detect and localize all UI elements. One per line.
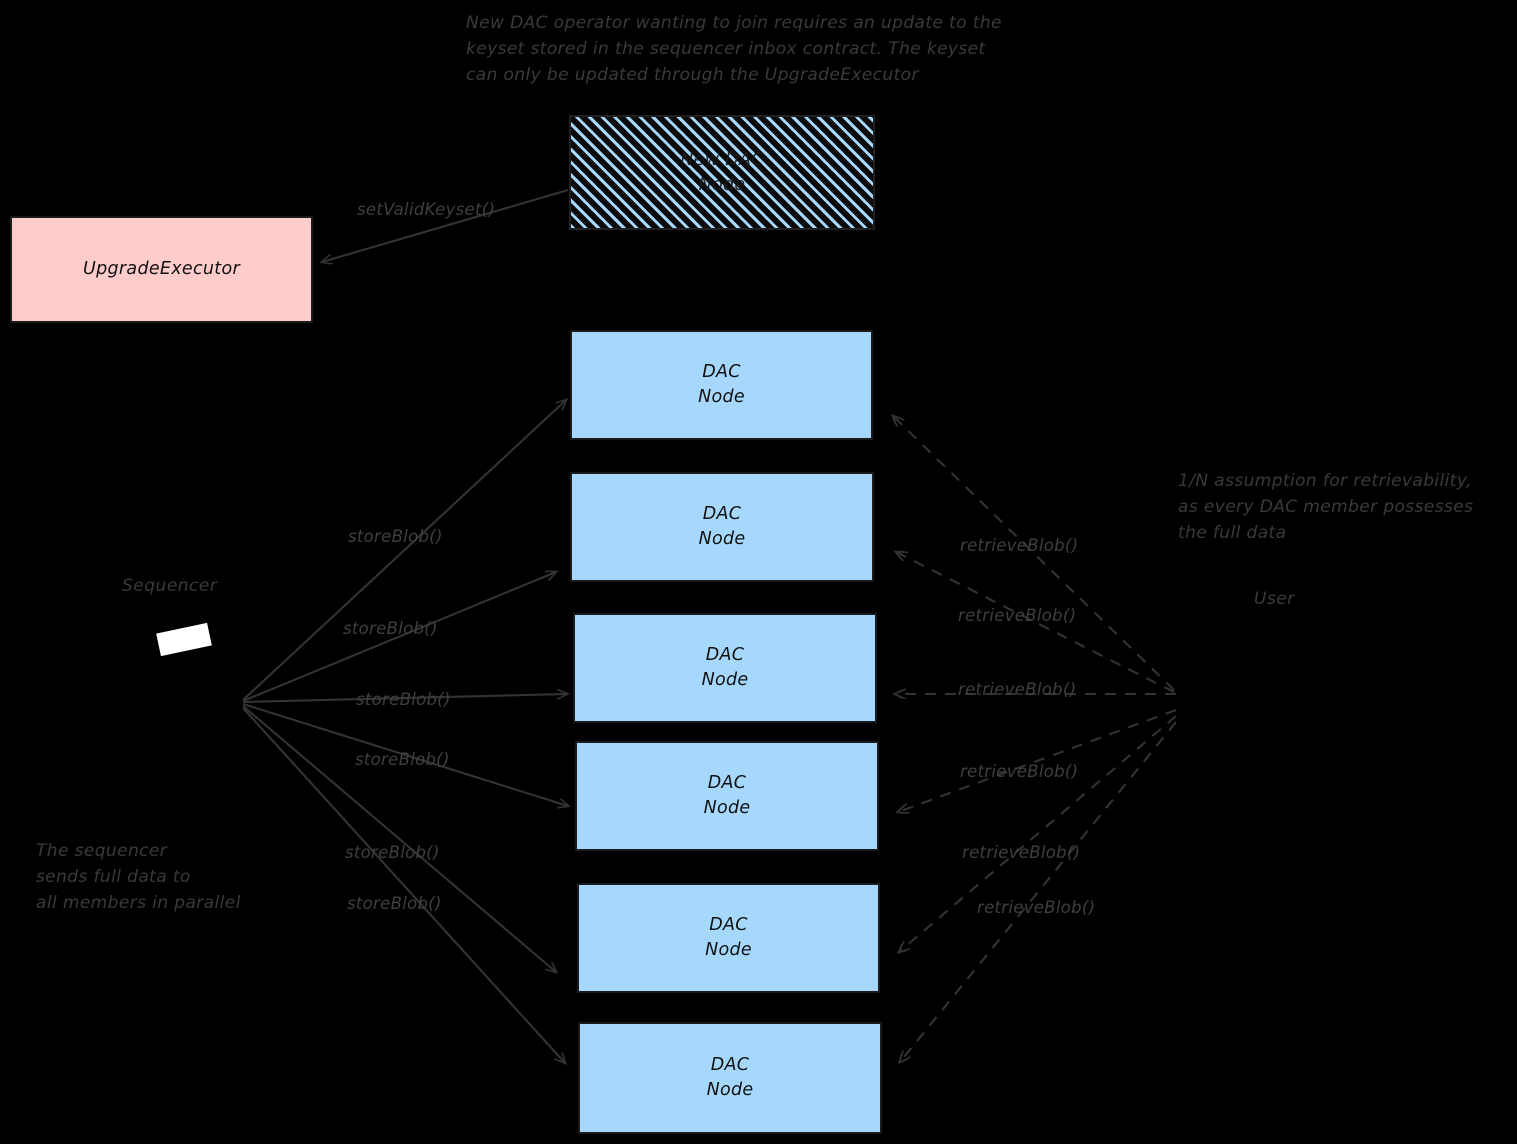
edge-label-retrieve-blob-6: retrieveBlob() [977, 898, 1096, 917]
edge-label-set-valid-keyset: setValidKeyset() [357, 200, 496, 219]
edge-label-store-blob-4: storeBlob() [355, 750, 450, 769]
edge-label-store-blob-1: storeBlob() [348, 527, 443, 546]
dac-node-label-2: DAC Node [698, 504, 746, 549]
dac-node-label-3: DAC Node [701, 645, 749, 690]
dac-node-box-6[interactable]: DAC Node [578, 1022, 882, 1134]
edge-group-retrieve-blob [893, 416, 1177, 1062]
dac-node-box-4[interactable]: DAC Node [575, 741, 879, 851]
edge-label-store-blob-2: storeBlob() [343, 619, 438, 638]
edge-label-store-blob-3: storeBlob() [356, 690, 451, 709]
dac-node-label-1: DAC Node [698, 362, 745, 407]
edge-store-blob-5 [242, 705, 556, 972]
edge-label-retrieve-blob-4: retrieveBlob() [960, 762, 1079, 781]
user-label: User [1254, 589, 1295, 609]
dac-node-label-4: DAC Node [703, 773, 751, 818]
dac-node-box-3[interactable]: DAC Node [573, 613, 877, 723]
sequencer-label: Sequencer [122, 576, 218, 596]
new-dac-node-label: New DAC Node [680, 149, 764, 195]
edge-label-retrieve-blob-5: retrieveBlob() [962, 843, 1081, 862]
edge-label-retrieve-blob-2: retrieveBlob() [958, 606, 1077, 625]
sequencer-icon[interactable] [156, 622, 212, 657]
note-top: New DAC operator wanting to join require… [466, 13, 1002, 85]
dac-node-box-1[interactable]: DAC Node [570, 330, 873, 440]
edge-label-store-blob-6: storeBlob() [347, 894, 442, 913]
edge-store-blob-1 [242, 400, 566, 701]
edge-label-retrieve-blob-3: retrieveBlob() [958, 680, 1077, 699]
note-right: 1/N assumption for retrievability, as ev… [1178, 471, 1474, 543]
dac-node-label-6: DAC Node [706, 1055, 754, 1100]
note-bottom-left: The sequencer sends full data to all mem… [36, 841, 241, 913]
edge-retrieve-blob-4 [898, 709, 1177, 812]
dac-node-box-5[interactable]: DAC Node [577, 883, 880, 993]
new-dac-node-box[interactable]: New DAC Node [569, 115, 875, 230]
upgrade-executor-label: UpgradeExecutor [83, 259, 240, 279]
edge-label-store-blob-5: storeBlob() [345, 843, 440, 862]
dac-node-label-5: DAC Node [705, 915, 752, 960]
dac-node-box-2[interactable]: DAC Node [570, 472, 874, 582]
upgrade-executor-box[interactable]: UpgradeExecutor [10, 216, 313, 323]
edge-group-store-blob [242, 400, 568, 1063]
edge-label-retrieve-blob-1: retrieveBlob() [960, 536, 1079, 555]
